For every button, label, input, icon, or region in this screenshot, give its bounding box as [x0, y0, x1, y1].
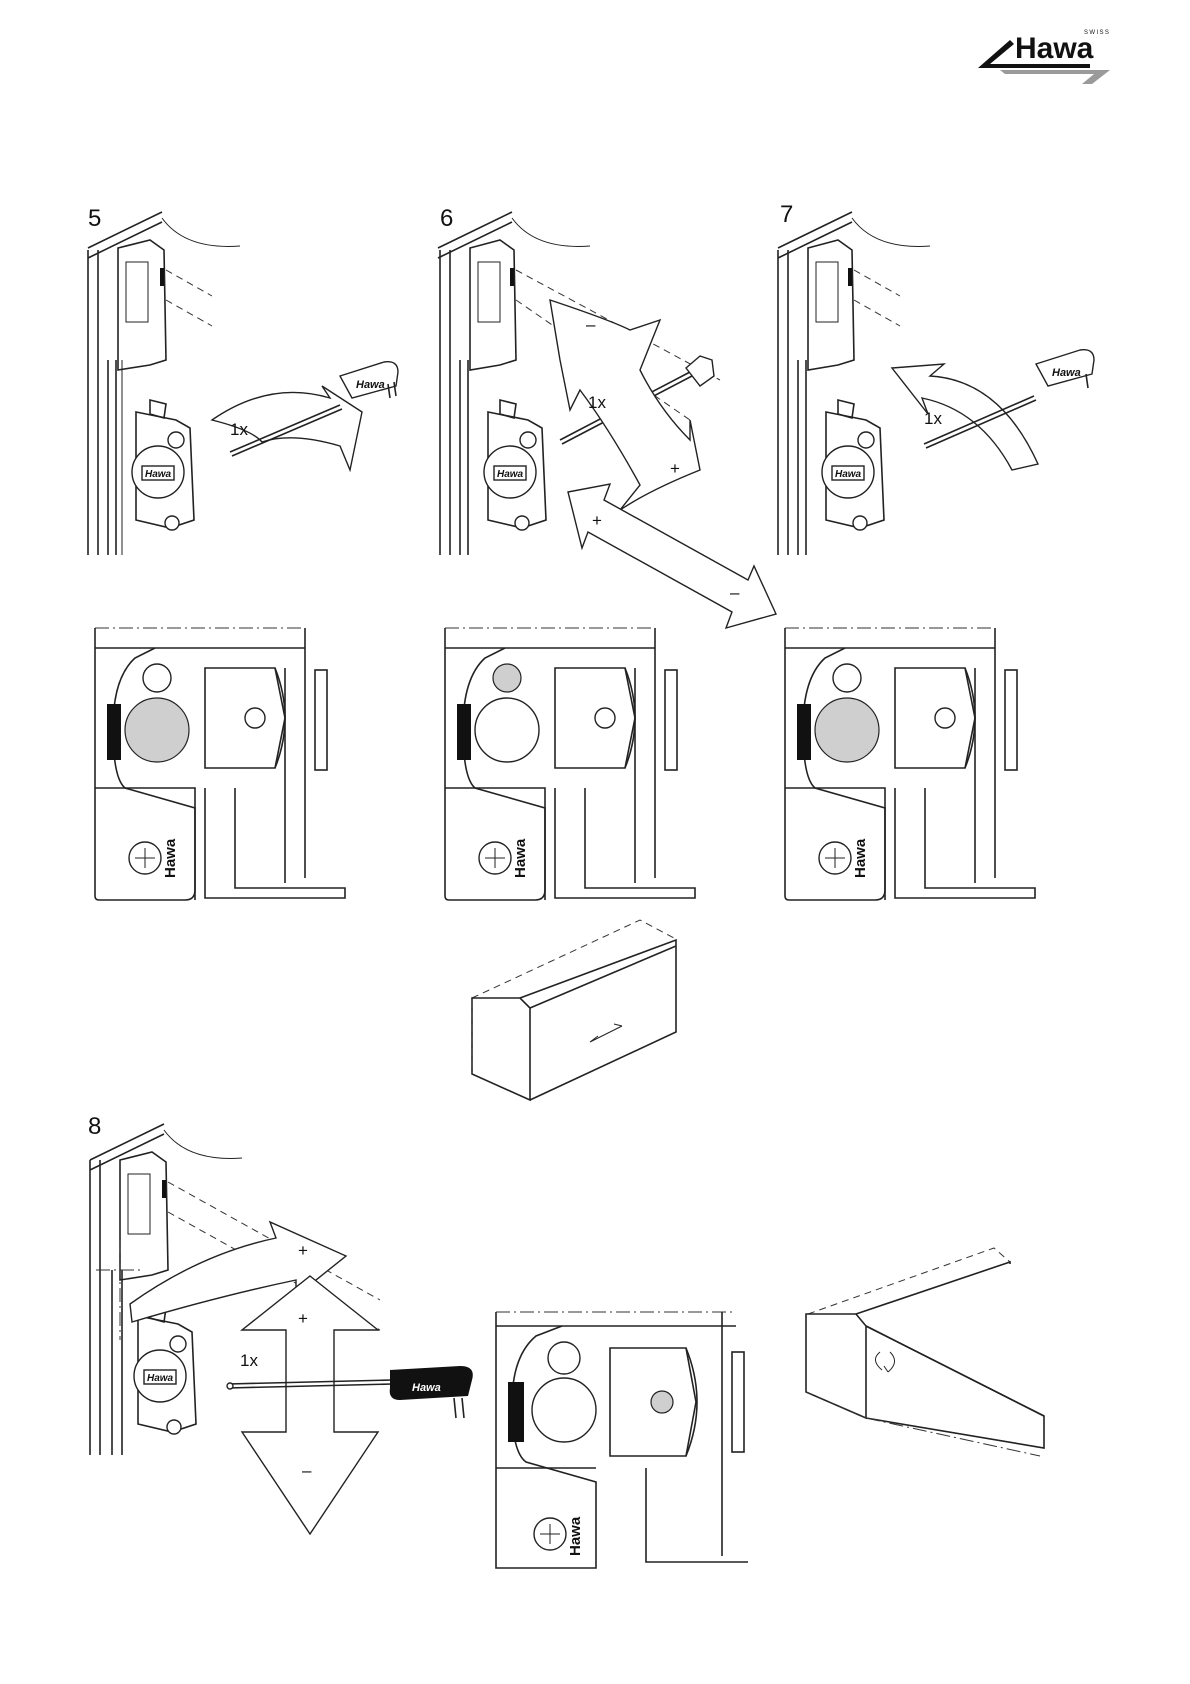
step-6-number: 6 [440, 205, 453, 232]
logo-brand: Hawa [1015, 32, 1094, 65]
housing-brand-5: Hawa [162, 838, 179, 878]
key-brand: Hawa [412, 1382, 441, 1394]
svg-text:Hawa: Hawa [145, 469, 172, 480]
hawa-logo: Hawa SWISS [978, 30, 1110, 84]
svg-text:Hawa: Hawa [147, 1373, 174, 1384]
step-5-illustration: 5 Hawa 1x Hawa [88, 205, 398, 555]
step-8-plus: + [298, 1309, 308, 1328]
step-6-arrow-minus: – [730, 583, 740, 602]
logo-tagline: SWISS [1084, 30, 1110, 36]
step-5-number: 5 [88, 205, 101, 232]
step-8-count: 1x [240, 1351, 258, 1370]
bracket-detail-6: Hawa [445, 628, 695, 900]
step-6-count: 1x [588, 393, 606, 412]
step-6-arrow-plus: + [592, 511, 602, 530]
housing-brand-6: Hawa [512, 838, 529, 878]
bracket-detail-8: Hawa [496, 1312, 748, 1568]
step-8-curved-plus: + [298, 1241, 308, 1260]
step-7-illustration: 7 Hawa 1x Hawa [778, 201, 1094, 555]
bracket-detail-7: Hawa [785, 628, 1035, 900]
door-height-adjust-illustration [806, 1248, 1044, 1456]
svg-text:Hawa: Hawa [1052, 367, 1081, 379]
step-6-minus: – [586, 315, 596, 334]
step-8-illustration: 8 Hawa + + – 1x Hawa [88, 1113, 473, 1534]
step-8-number: 8 [88, 1113, 101, 1140]
svg-text:Hawa: Hawa [497, 469, 524, 480]
step-7-count: 1x [924, 409, 942, 428]
svg-text:Hawa: Hawa [835, 469, 862, 480]
step-8-minus: – [302, 1461, 312, 1480]
housing-brand-7: Hawa [852, 838, 869, 878]
bracket-detail-5: Hawa [95, 628, 345, 900]
step-7-number: 7 [780, 201, 793, 228]
door-lateral-shift-illustration [472, 920, 676, 1100]
step-6-illustration: 6 Hawa – + 1x + – [438, 205, 776, 628]
step-5-count: 1x [230, 420, 248, 439]
step-6-plus: + [670, 459, 680, 478]
svg-text:Hawa: Hawa [356, 379, 385, 391]
housing-brand-8: Hawa [567, 1516, 584, 1556]
